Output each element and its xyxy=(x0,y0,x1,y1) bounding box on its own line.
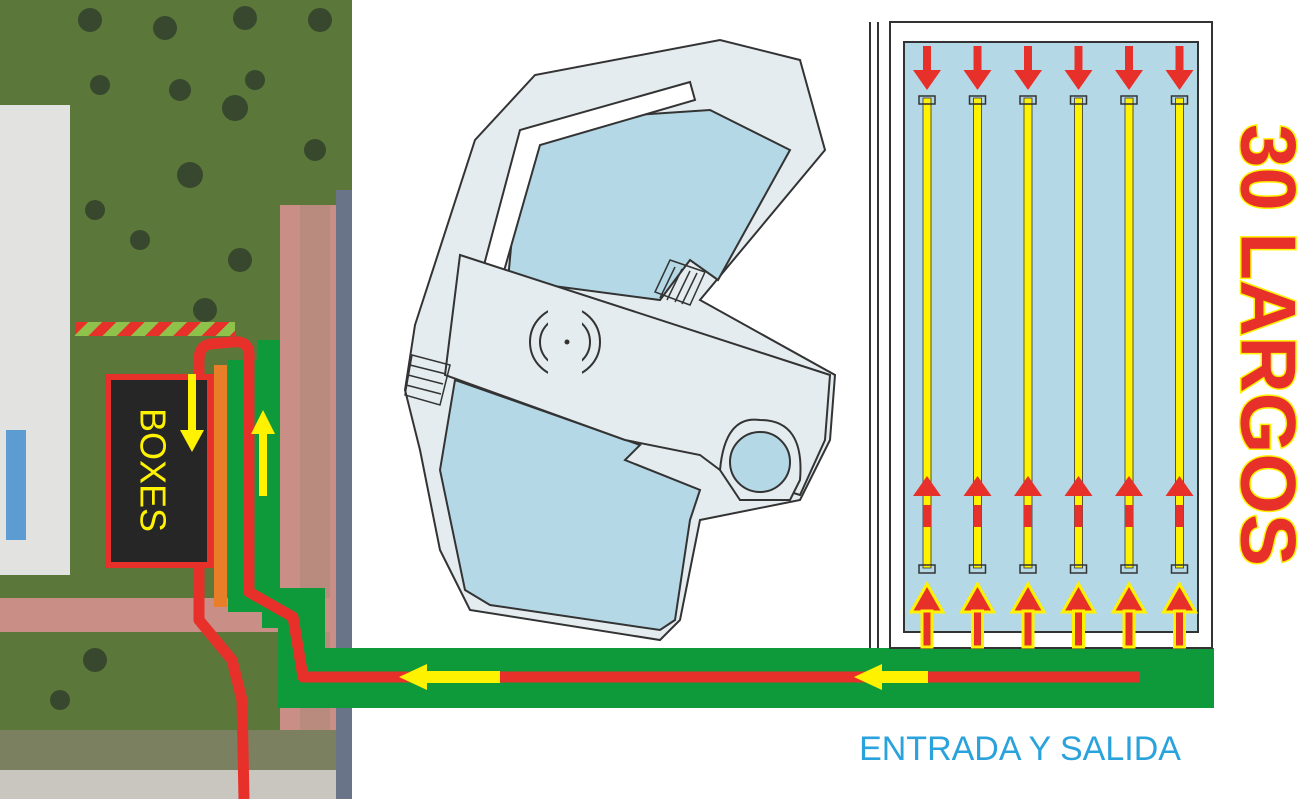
lane-marker xyxy=(1120,564,1138,574)
lane-line-core xyxy=(1127,110,1131,488)
lane-marker xyxy=(968,95,987,105)
start-line xyxy=(75,322,235,336)
recreation-pool xyxy=(403,38,837,642)
up-arrow-icon xyxy=(251,410,275,496)
lane-marker xyxy=(918,95,936,105)
lane-marker xyxy=(968,564,987,574)
lane-line-core xyxy=(975,110,980,488)
up-arrow-icon xyxy=(1173,609,1186,649)
up-arrow-icon xyxy=(971,609,984,649)
lane-divider xyxy=(214,365,227,607)
up-arrow-icon xyxy=(1165,476,1194,496)
down-arrow-icon xyxy=(913,70,941,90)
left-arrow-icon xyxy=(399,664,500,690)
up-arrow-icon xyxy=(913,476,941,496)
down-arrow-icon xyxy=(1064,70,1093,90)
lane-line-core xyxy=(1026,110,1030,488)
down-arrow-icon xyxy=(180,374,204,452)
lane-red-segment xyxy=(923,505,931,527)
lane-red-segment xyxy=(1175,505,1184,527)
boxes-label: BOXES xyxy=(132,408,173,532)
red-route xyxy=(193,336,1140,799)
lane-line-core xyxy=(1076,110,1081,488)
lane-red-segment xyxy=(973,505,982,527)
lane-marker xyxy=(1069,564,1088,574)
lane-marker xyxy=(1170,95,1189,105)
lane-red-segment xyxy=(1024,505,1032,527)
down-arrow-icon xyxy=(1175,46,1184,72)
lane-marker xyxy=(1019,95,1037,105)
route xyxy=(75,322,1214,799)
down-arrow-icon xyxy=(1115,70,1143,90)
lane-red-segment xyxy=(1074,505,1083,527)
path-right-inner xyxy=(300,205,330,799)
down-arrow-icon xyxy=(963,70,992,90)
lane-lines xyxy=(908,46,1199,649)
lane-marker xyxy=(1170,564,1189,574)
up-arrow-icon xyxy=(920,609,934,649)
lane-marker xyxy=(1069,95,1088,105)
up-arrow-icon xyxy=(1064,476,1093,496)
down-arrow-icon xyxy=(973,46,982,72)
up-arrow-icon xyxy=(1021,609,1035,649)
down-arrow-icon xyxy=(1165,70,1194,90)
down-arrow-icon xyxy=(1014,70,1042,90)
up-arrow-icon xyxy=(963,476,992,496)
entrance-exit-label: ENTRADA Y SALIDA xyxy=(859,730,1181,768)
lane-marker xyxy=(1120,95,1138,105)
lane-marker xyxy=(1019,564,1037,574)
green-route xyxy=(228,340,1214,708)
up-arrow-icon xyxy=(1014,476,1042,496)
up-arrow-icon xyxy=(1122,609,1136,649)
up-arrow-icon xyxy=(1072,609,1085,649)
lap-pool xyxy=(869,21,1213,649)
lane-line-core xyxy=(1177,110,1182,488)
down-arrow-icon xyxy=(1125,46,1133,72)
lane-line-core xyxy=(925,110,929,488)
lane-marker xyxy=(918,564,936,574)
down-arrow-icon xyxy=(923,46,931,72)
laps-title: 30 LARGOS xyxy=(1224,124,1311,566)
up-arrow-icon xyxy=(1115,476,1143,496)
left-arrow-icon xyxy=(854,664,928,690)
down-arrow-icon xyxy=(1024,46,1032,72)
lane-red-segment xyxy=(1125,505,1133,527)
down-arrow-icon xyxy=(1074,46,1083,72)
